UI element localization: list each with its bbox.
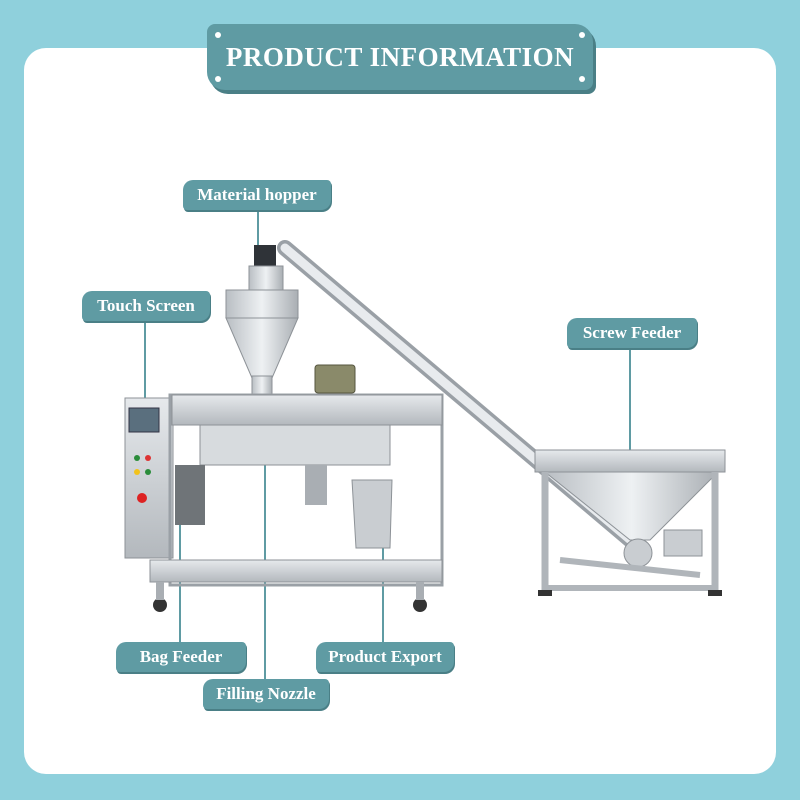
label-bag-feeder: Bag Feeder — [116, 642, 246, 672]
label-screw-feeder: Screw Feeder — [567, 318, 697, 348]
packing-machine-body — [124, 393, 444, 612]
banner-dot — [215, 76, 221, 82]
label-filling-nozzle: Filling Nozzle — [203, 679, 329, 709]
material-hopper — [225, 245, 356, 399]
banner-dot — [579, 32, 585, 38]
page-title: PRODUCT INFORMATION — [225, 41, 575, 72]
label-product-export: Product Export — [316, 642, 454, 672]
label-material-hopper: Material hopper — [183, 180, 331, 210]
label-touch-screen: Touch Screen — [82, 291, 210, 321]
title-banner: PRODUCT INFORMATION — [207, 24, 593, 90]
banner-dot — [579, 76, 585, 82]
screw-feeder-hopper — [534, 449, 726, 596]
banner-dot — [215, 32, 221, 38]
